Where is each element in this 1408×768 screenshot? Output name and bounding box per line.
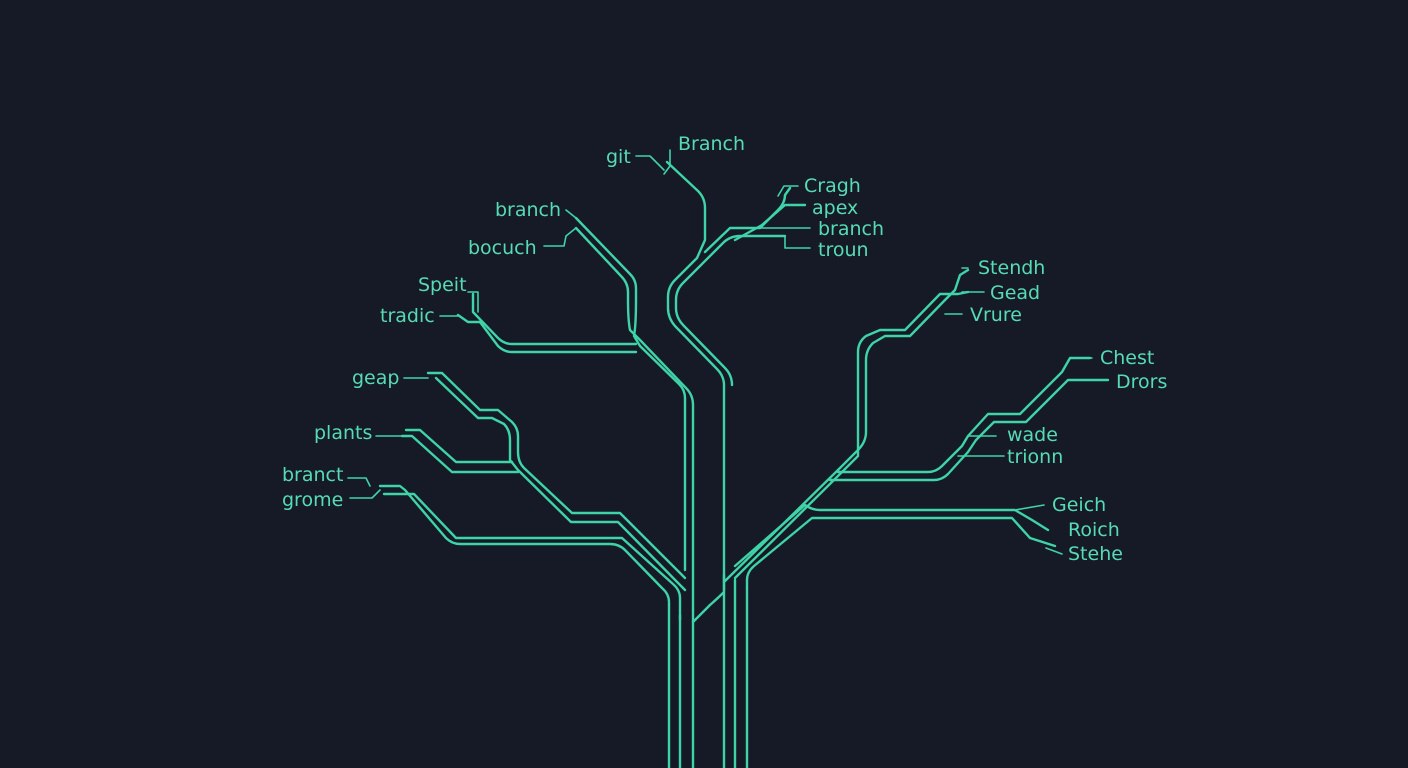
branch-branct: [382, 492, 682, 622]
branch-geap: [426, 371, 687, 580]
branch-tradic: [456, 313, 638, 354]
label-geap: geap: [352, 367, 399, 389]
leader-git: [635, 155, 665, 171]
branch-drors: [828, 378, 1110, 482]
branch-left-short: [691, 590, 726, 624]
label-speit: Speit: [418, 274, 467, 296]
leader-branch-top: [663, 149, 671, 175]
label-branct: branct: [282, 464, 343, 486]
branch-speit: [471, 292, 638, 346]
leader-bocuch: [543, 227, 577, 247]
branch-grome: [378, 484, 671, 607]
label-drors: Drors: [1116, 371, 1167, 393]
leader-cragh: [777, 185, 799, 197]
branch-lines: [378, 160, 1110, 624]
label-stendh: Stendh: [978, 257, 1045, 279]
leader-branch-left: [565, 209, 577, 219]
label-geich: Geich: [1052, 494, 1106, 516]
branch-center-b: [674, 234, 787, 387]
leader-lines: [347, 149, 1093, 555]
label-branch-top: Branch: [678, 133, 745, 155]
branch-plants-2: [400, 434, 520, 474]
branch-bocuch: [574, 216, 687, 572]
label-plants: plants: [314, 422, 372, 444]
branch-plants: [404, 428, 514, 464]
trunk: [667, 573, 749, 768]
label-stehe: Stehe: [1068, 543, 1123, 565]
branch-gead: [733, 290, 970, 580]
label-troun: troun: [818, 239, 869, 261]
label-chest: Chest: [1100, 347, 1154, 369]
leader-geich: [1014, 504, 1045, 511]
label-git: git: [606, 146, 631, 168]
label-branch-left: branch: [495, 199, 561, 221]
branch-roich: [745, 516, 1057, 590]
label-gead: Gead: [990, 282, 1040, 304]
branch-chest: [836, 356, 1092, 474]
branch-apex: [733, 203, 807, 242]
leader-troun: [784, 235, 811, 249]
leader-stehe: [1045, 547, 1063, 555]
label-branch-right: branch: [818, 218, 884, 240]
label-cragh: Cragh: [804, 175, 861, 197]
label-wade: wade: [1007, 424, 1058, 446]
branch-stendh: [722, 268, 970, 584]
label-roich: Roich: [1068, 519, 1120, 541]
branch-geich: [733, 503, 1050, 568]
label-trionn: trionn: [1007, 446, 1063, 468]
branch-center-a: [665, 160, 726, 592]
leader-speit: [467, 291, 479, 313]
label-apex: apex: [812, 197, 858, 219]
label-tradic: tradic: [380, 305, 435, 327]
labels: git Branch Cragh apex branch troun branc…: [282, 133, 1167, 565]
label-vrure: Vrure: [970, 304, 1022, 326]
branch-git: [574, 226, 695, 612]
branch-geap-2: [434, 376, 687, 592]
leader-branct: [347, 477, 371, 487]
leader-grome: [349, 489, 381, 499]
label-bocuch: bocuch: [468, 237, 537, 259]
label-grome: grome: [282, 489, 343, 511]
